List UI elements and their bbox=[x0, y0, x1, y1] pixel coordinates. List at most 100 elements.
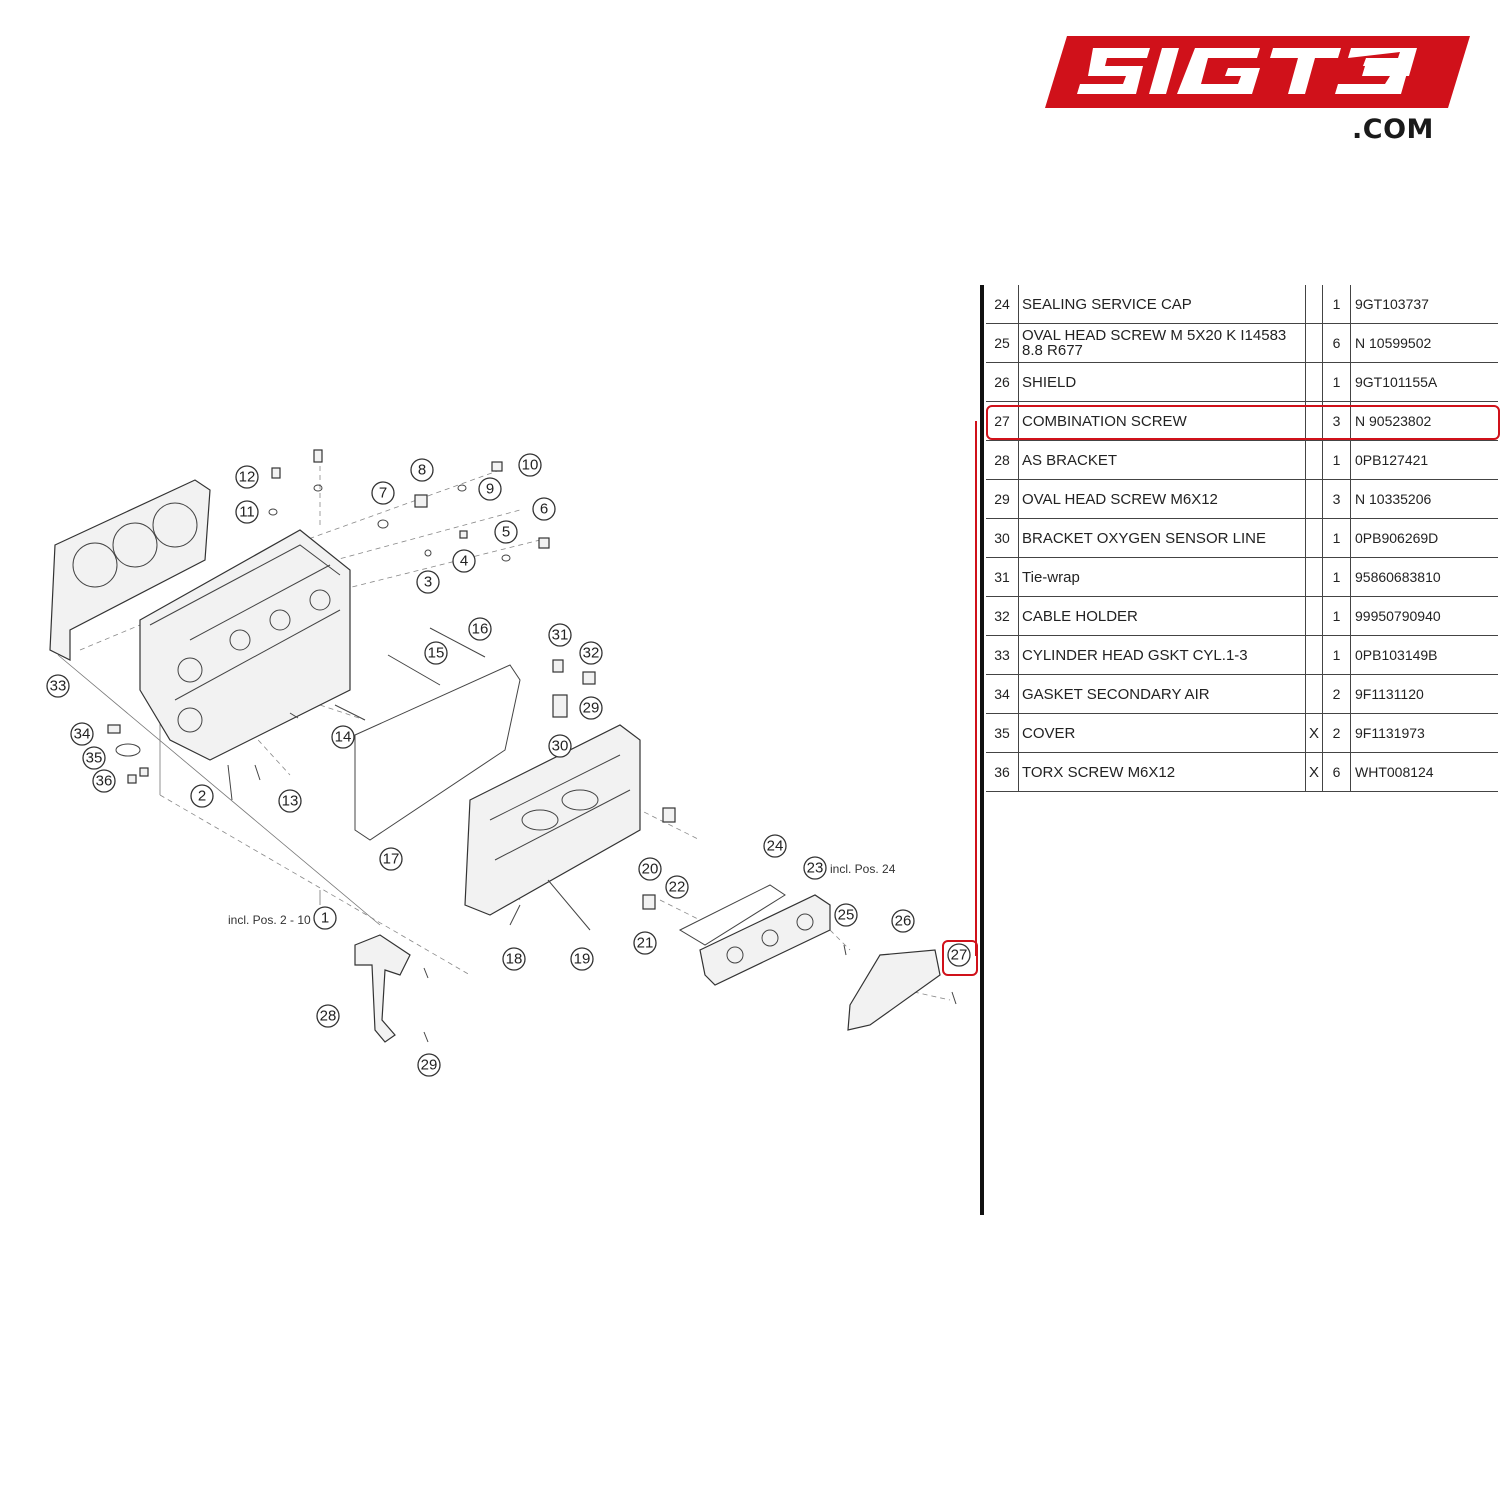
callout-18[interactable]: 18 bbox=[502, 947, 526, 971]
callout-33[interactable]: 33 bbox=[46, 674, 70, 698]
svg-text:22: 22 bbox=[669, 879, 686, 896]
callout-2[interactable]: 2 bbox=[190, 784, 214, 808]
note-incl-pos-2-10: incl. Pos. 2 - 10 bbox=[228, 913, 311, 927]
callout-3[interactable]: 3 bbox=[416, 570, 440, 594]
part-x-mark bbox=[1305, 362, 1323, 402]
callout-8[interactable]: 8 bbox=[410, 458, 434, 482]
svg-text:6: 6 bbox=[540, 501, 548, 518]
cylinder-head-gasket bbox=[49, 479, 211, 661]
part-x-mark bbox=[1305, 440, 1323, 480]
callout-9[interactable]: 9 bbox=[478, 477, 502, 501]
callout-13[interactable]: 13 bbox=[278, 789, 302, 813]
part-name: SHIELD bbox=[1018, 362, 1306, 402]
svg-text:36: 36 bbox=[96, 773, 113, 790]
callout-22[interactable]: 22 bbox=[665, 875, 689, 899]
callout-30[interactable]: 30 bbox=[548, 734, 572, 758]
part-quantity: 1 bbox=[1322, 440, 1351, 480]
svg-text:34: 34 bbox=[74, 726, 91, 743]
part-x-mark bbox=[1305, 674, 1323, 714]
callout-29-upper[interactable]: 29 bbox=[579, 696, 603, 720]
callout-17[interactable]: 17 bbox=[379, 847, 403, 871]
part-number: 95860683810 bbox=[1350, 557, 1498, 597]
part-name: SEALING SERVICE CAP bbox=[1018, 285, 1306, 324]
callout-10[interactable]: 10 bbox=[518, 453, 542, 477]
svg-text:16: 16 bbox=[472, 621, 489, 638]
callout-11[interactable]: 11 bbox=[235, 500, 259, 524]
svg-text:18: 18 bbox=[506, 951, 523, 968]
part-x-mark bbox=[1305, 479, 1323, 519]
part-x-mark bbox=[1305, 635, 1323, 675]
callout-26[interactable]: 26 bbox=[891, 909, 915, 933]
part-position: 34 bbox=[986, 674, 1019, 714]
callout-35[interactable]: 35 bbox=[82, 746, 106, 770]
callout-29-lower[interactable]: 29 bbox=[417, 1053, 441, 1077]
part-x-mark: X bbox=[1305, 752, 1323, 792]
part-name: BRACKET OXYGEN SENSOR LINE bbox=[1018, 518, 1306, 558]
svg-text:8: 8 bbox=[418, 462, 426, 479]
callout-15[interactable]: 15 bbox=[424, 641, 448, 665]
part-x-mark bbox=[1305, 518, 1323, 558]
part-x-mark: X bbox=[1305, 713, 1323, 753]
part-position: 24 bbox=[986, 285, 1019, 324]
callout-1[interactable]: 1 bbox=[313, 906, 337, 930]
svg-text:15: 15 bbox=[428, 645, 445, 662]
callout-12[interactable]: 12 bbox=[235, 465, 259, 489]
svg-text:3: 3 bbox=[424, 574, 432, 591]
callout-5[interactable]: 5 bbox=[494, 520, 518, 544]
callout-32[interactable]: 32 bbox=[579, 641, 603, 665]
part-name: COVER bbox=[1018, 713, 1306, 753]
part-position: 30 bbox=[986, 518, 1019, 558]
part-name: CABLE HOLDER bbox=[1018, 596, 1306, 636]
part-position: 31 bbox=[986, 557, 1019, 597]
svg-text:29: 29 bbox=[421, 1057, 438, 1074]
svg-text:4: 4 bbox=[460, 553, 468, 570]
callout-4[interactable]: 4 bbox=[452, 549, 476, 573]
part-number: 9GT101155A bbox=[1350, 362, 1498, 402]
part-position: 28 bbox=[986, 440, 1019, 480]
callout-7[interactable]: 7 bbox=[371, 481, 395, 505]
callout-14[interactable]: 14 bbox=[331, 725, 355, 749]
svg-text:35: 35 bbox=[86, 750, 103, 767]
callout-16[interactable]: 16 bbox=[468, 617, 492, 641]
callout-23[interactable]: 23 bbox=[803, 856, 827, 880]
callout-21[interactable]: 21 bbox=[633, 931, 657, 955]
part-name: OVAL HEAD SCREW M6X12 bbox=[1018, 479, 1306, 519]
callout-34[interactable]: 34 bbox=[70, 722, 94, 746]
callout-27[interactable]: 27 bbox=[947, 943, 971, 967]
callout-28[interactable]: 28 bbox=[316, 1004, 340, 1028]
callout-36[interactable]: 36 bbox=[92, 769, 116, 793]
sealing-gasket-24 bbox=[678, 884, 786, 946]
as-bracket bbox=[354, 934, 411, 1043]
cylinder-head bbox=[139, 529, 351, 761]
svg-text:23: 23 bbox=[807, 860, 824, 877]
callout-20[interactable]: 20 bbox=[638, 857, 662, 881]
part-quantity: 6 bbox=[1322, 752, 1351, 792]
callout-25[interactable]: 25 bbox=[834, 903, 858, 927]
part-position: 25 bbox=[986, 323, 1019, 363]
part-position: 36 bbox=[986, 752, 1019, 792]
svg-text:10: 10 bbox=[522, 457, 539, 474]
svg-text:14: 14 bbox=[335, 729, 352, 746]
svg-text:26: 26 bbox=[895, 913, 912, 930]
part-position: 35 bbox=[986, 713, 1019, 753]
callout-31[interactable]: 31 bbox=[548, 623, 572, 647]
svg-text:27: 27 bbox=[951, 947, 968, 964]
part-quantity: 2 bbox=[1322, 713, 1351, 753]
part-quantity: 1 bbox=[1322, 635, 1351, 675]
callout-6[interactable]: 6 bbox=[532, 497, 556, 521]
callout-19[interactable]: 19 bbox=[570, 947, 594, 971]
callout-24[interactable]: 24 bbox=[763, 834, 787, 858]
